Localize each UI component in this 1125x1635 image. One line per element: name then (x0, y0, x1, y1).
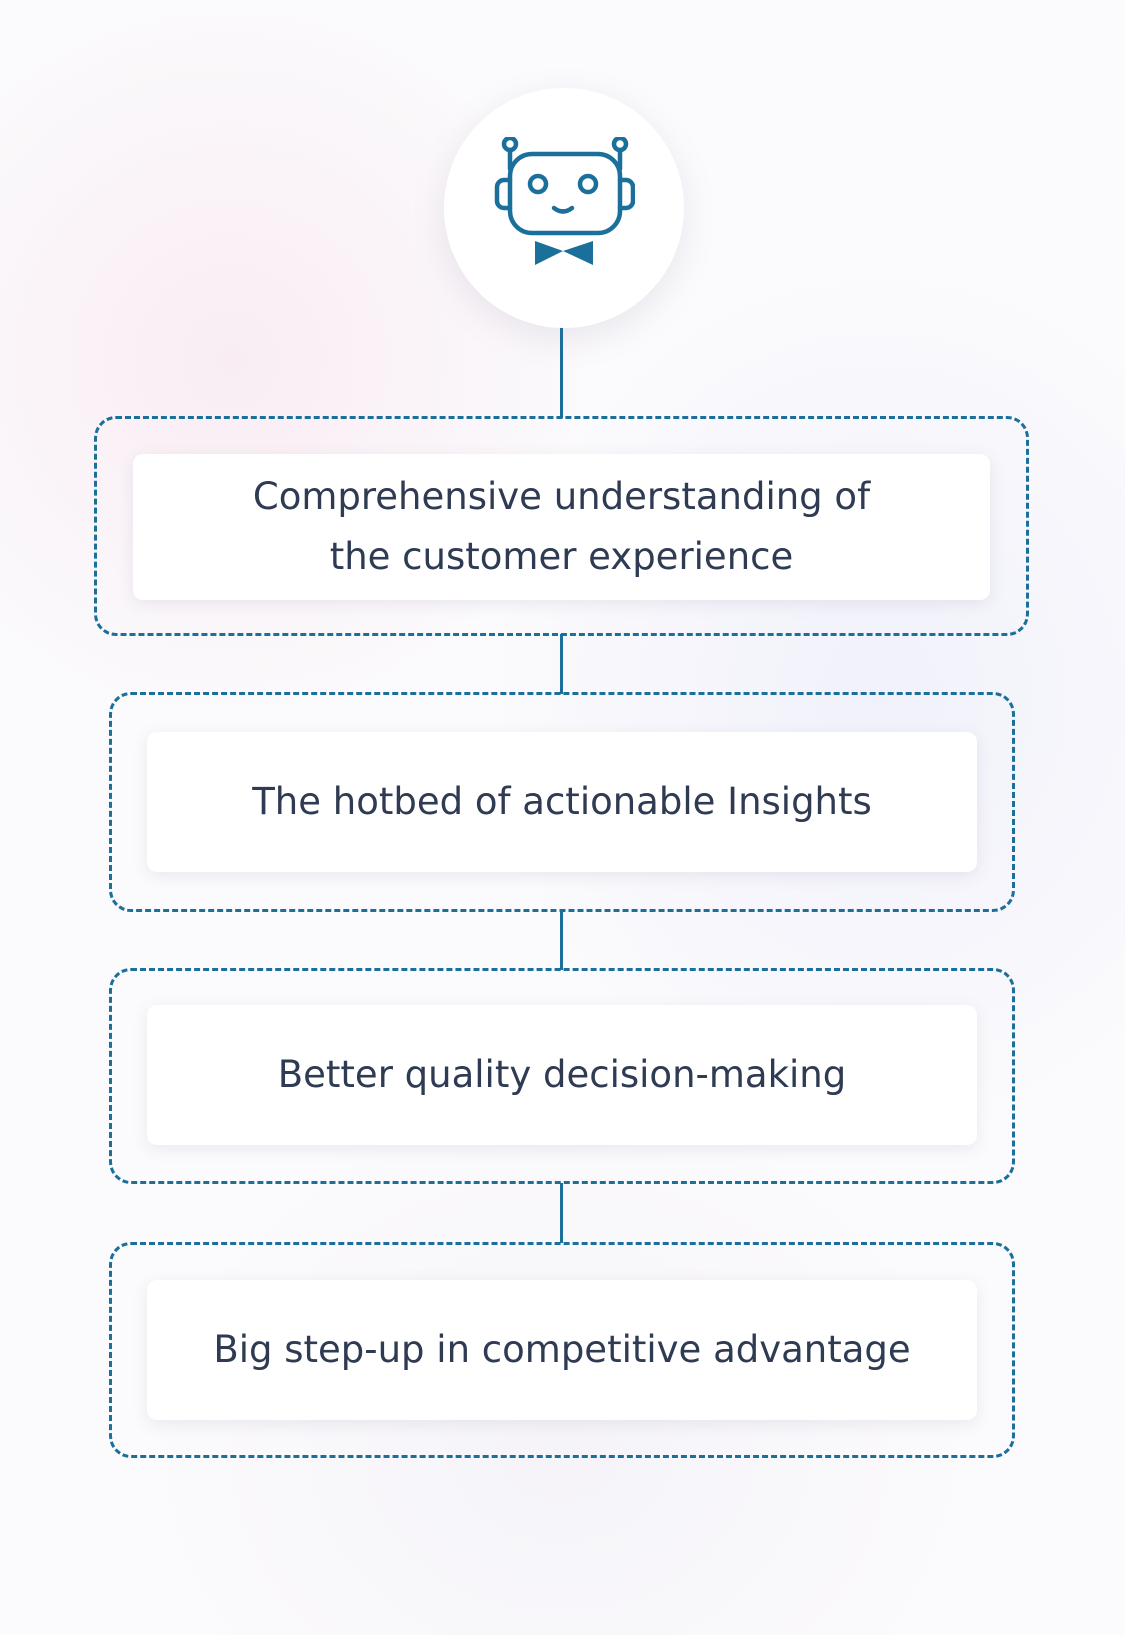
step-frame (94, 416, 1029, 636)
connector-line (560, 910, 563, 970)
robot-avatar (444, 88, 684, 328)
step-label: The hotbed of actionable Insights (252, 780, 872, 823)
step-card-decision-making: Better quality decision-making (147, 1005, 977, 1145)
connector-line (560, 1183, 563, 1243)
step-frame (109, 1242, 1015, 1458)
step-label: Big step-up in competitive advantage (213, 1328, 911, 1371)
connector-line (560, 326, 563, 418)
step-card-competitive-advantage: Big step-up in competitive advantage (147, 1280, 977, 1420)
step-frame (109, 968, 1015, 1184)
connector-line (560, 634, 563, 694)
step-frame (109, 692, 1015, 912)
robot-icon (494, 137, 635, 265)
step-label: Comprehensive understanding of the custo… (252, 475, 871, 578)
step-label: Better quality decision-making (277, 1053, 847, 1096)
step-card-customer-experience: Comprehensive understanding of the custo… (133, 454, 990, 600)
step-card-actionable-insights: The hotbed of actionable Insights (147, 732, 977, 872)
